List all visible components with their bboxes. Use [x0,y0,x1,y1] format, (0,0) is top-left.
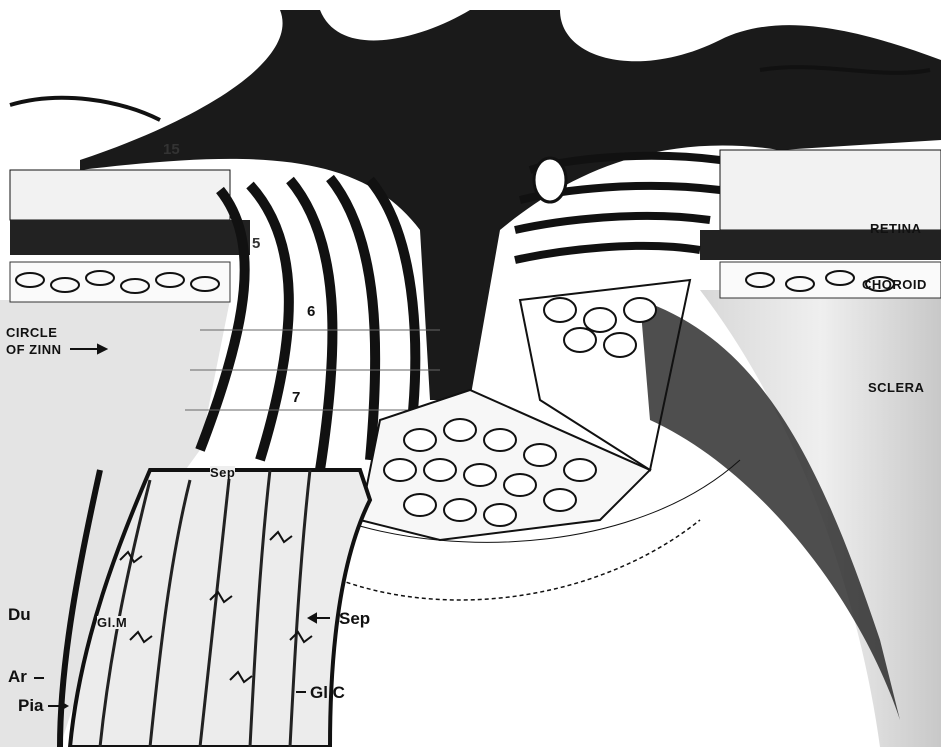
retina-right-layer [720,150,941,230]
label-sclera: SCLERA [868,381,924,394]
label-15: 15 [163,142,180,157]
label-ar: Ar [8,668,27,685]
retina-left-layer [10,170,230,220]
label-6: 6 [307,304,315,319]
label-5: 5 [252,236,260,251]
label-choroid: CHOROID [862,278,927,291]
central-vein [534,158,566,202]
label-pia: Pia [18,697,44,714]
label-sep-right: Sep [339,610,370,627]
label-circle-of-zinn-1: CIRCLE [6,326,57,339]
label-gl-m: Gl.M [97,616,127,629]
retina-left-dots [10,220,250,255]
label-du: Du [8,606,31,623]
label-circle-of-zinn-2: OF ZINN [6,343,62,356]
label-retina: RETINA [870,222,921,235]
label-sep-top: Sep [210,466,235,479]
label-7: 7 [292,390,300,405]
label-gl-c: Gl.C [310,684,345,701]
